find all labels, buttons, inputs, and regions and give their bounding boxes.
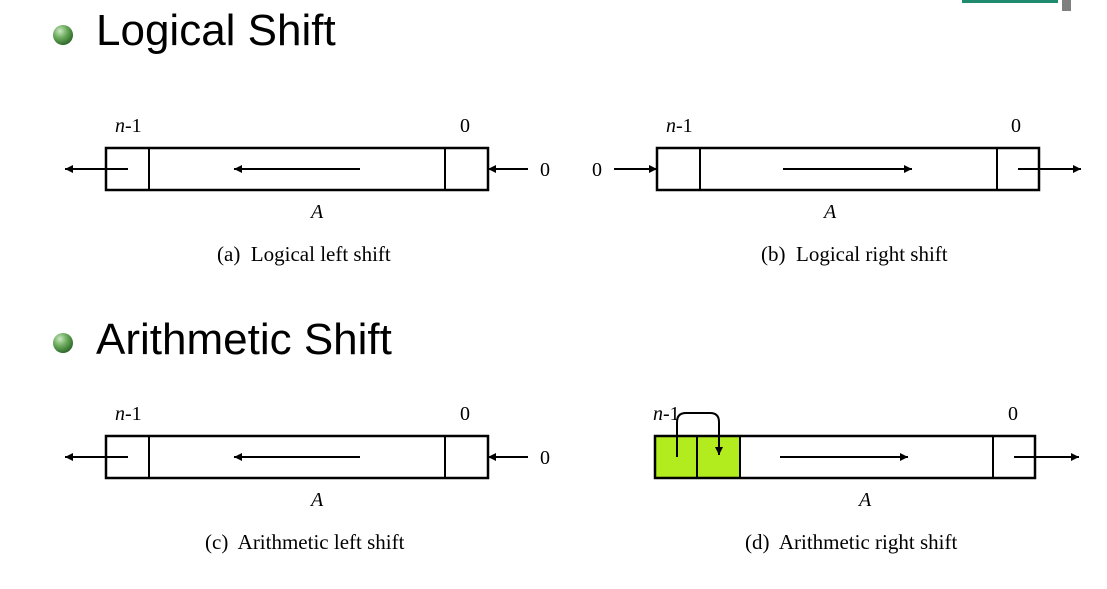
bullet-icon — [53, 333, 73, 353]
input-zero-label: 0 — [592, 159, 602, 181]
caption: (b) Logical right shift — [761, 242, 948, 266]
diagram-arithmetic-left-shift: n-1 0 0 A (c) Arithmetic left shift — [65, 403, 550, 554]
sign-extension-loop-arrow — [676, 412, 723, 457]
register-label: A — [309, 201, 324, 223]
caption: (c) Arithmetic left shift — [205, 530, 405, 554]
lsb-label: 0 — [460, 403, 470, 425]
heading-logical-shift: Logical Shift — [96, 6, 336, 55]
lsb-label: 0 — [1008, 403, 1018, 425]
msb-label: n-1 — [653, 403, 680, 425]
corner-accent-line — [962, 0, 1058, 3]
diagram-arithmetic-right-shift: n-1 0 A (d) Arithmetic right shift — [653, 403, 1079, 554]
heading-arithmetic-shift: Arithmetic Shift — [96, 315, 392, 364]
register-label: A — [309, 489, 324, 511]
lsb-label: 0 — [1011, 115, 1021, 137]
register-label: A — [857, 489, 872, 511]
input-zero-label: 0 — [540, 447, 550, 469]
caption: (a) Logical left shift — [217, 242, 391, 266]
msb-label: n-1 — [666, 115, 693, 137]
diagram-logical-right-shift: n-1 0 0 A (b) Logical right shift — [592, 115, 1081, 266]
msb-label: n-1 — [115, 403, 142, 425]
register-label: A — [822, 201, 837, 223]
input-zero-label: 0 — [540, 159, 550, 181]
msb-label: n-1 — [115, 115, 142, 137]
lsb-label: 0 — [460, 115, 470, 137]
diagram-logical-left-shift: n-1 0 0 A (a) Logical left shift — [65, 115, 550, 266]
bullet-icon — [53, 25, 73, 45]
corner-accent-block — [1062, 0, 1071, 11]
caption: (d) Arithmetic right shift — [745, 530, 957, 554]
